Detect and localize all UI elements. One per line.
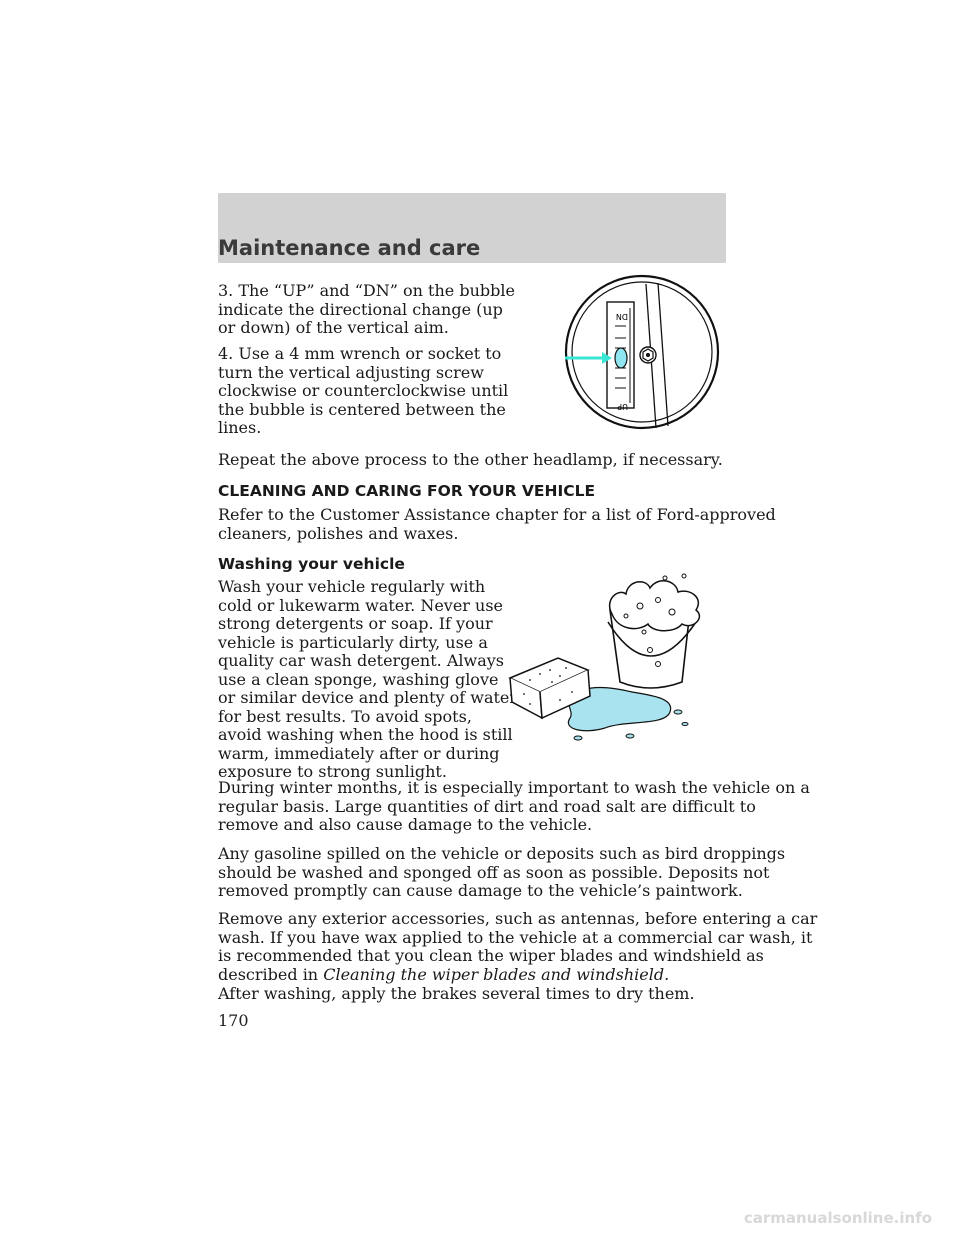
heading-cleaning: CLEANING AND CARING FOR YOUR VEHICLE xyxy=(218,482,596,500)
site-watermark: carmanualsonline.info xyxy=(743,1209,932,1227)
bucket-handle xyxy=(607,621,697,657)
wiper-cleaning-reference: Cleaning the wiper blades and windshield… xyxy=(323,964,670,984)
heading-washing: Washing your vehicle xyxy=(218,555,405,573)
bucket-sponge-illustration xyxy=(508,573,701,741)
page-number: 170 xyxy=(218,1011,249,1030)
after-washing-text: After washing, apply the brakes several … xyxy=(218,984,695,1003)
section-title: Maintenance and care xyxy=(218,236,481,260)
gasoline-text: Any gasoline spilled on the vehicle or d… xyxy=(218,844,786,900)
soap-suds xyxy=(608,580,701,632)
section-header-band xyxy=(218,193,726,263)
step-4-text: 4. Use a 4 mm wrench or socket to turn t… xyxy=(218,344,509,437)
label-up: UP xyxy=(617,402,628,411)
refer-text: Refer to the Customer Assistance chapter… xyxy=(218,505,776,543)
washing-text: Wash your vehicle regularly with cold or… xyxy=(218,577,518,781)
winter-text: During winter months, it is especially i… xyxy=(218,778,810,834)
accessories-text: Remove any exterior accessories, such as… xyxy=(218,909,818,984)
label-dn: DN xyxy=(616,312,628,321)
water-puddle xyxy=(567,686,672,732)
level-bubble xyxy=(614,347,628,369)
repeat-text: Repeat the above process to the other he… xyxy=(218,450,723,469)
lamp-ring-inner xyxy=(571,281,713,423)
lamp-ring xyxy=(564,274,720,430)
accessories-main: Remove any exterior accessories, such as… xyxy=(218,909,818,984)
step-3-text: 3. The “UP” and “DN” on the bubble indic… xyxy=(218,281,515,337)
headlamp-aim-illustration: DN UP xyxy=(564,274,720,430)
